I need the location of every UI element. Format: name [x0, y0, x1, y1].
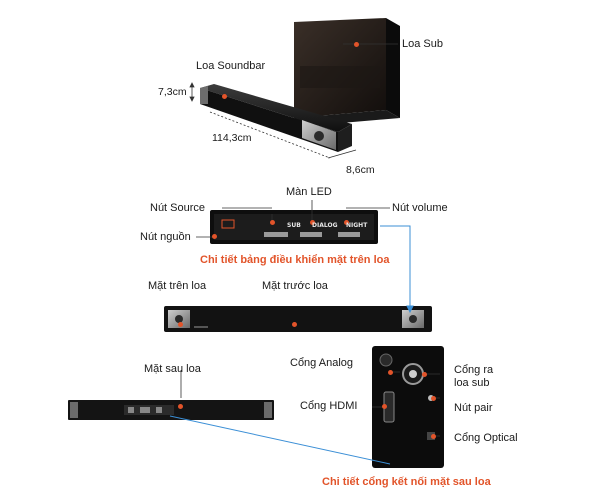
sub-out-indicator [422, 372, 427, 377]
connector-lines [169, 225, 414, 465]
front-face-label: Mặt trước loa [262, 280, 328, 292]
optical-port-label: Cổng Optical [454, 432, 518, 444]
depth-dimension: 8,6cm [346, 164, 375, 176]
front-face-indicator [292, 322, 297, 327]
pair-button-label: Nút pair [454, 402, 493, 414]
top-face-indicator [178, 322, 183, 327]
source-button-label: Nút Source [150, 202, 206, 214]
analog-indicator [388, 370, 393, 375]
panel-night-text: NIGHT [346, 222, 368, 229]
panel-sub-text: SUB [287, 222, 301, 229]
soundbar-illustration [200, 84, 352, 152]
volume-indicator [344, 220, 349, 225]
led-label: Màn LED [286, 186, 332, 198]
source-indicator [270, 220, 275, 225]
pair-indicator [431, 396, 436, 401]
hdmi-port-label: Cổng HDMI [300, 400, 358, 412]
rear-face-indicator [178, 404, 183, 409]
power-indicator [212, 234, 217, 239]
hdmi-indicator [382, 404, 387, 409]
panel-dialog-text: DIALOG [312, 222, 338, 229]
sub-label: Loa Sub [402, 38, 443, 50]
optical-indicator [431, 434, 436, 439]
power-button-label: Nút nguồn [140, 231, 191, 243]
width-dimension: 114,3cm [212, 132, 252, 144]
dimension-lines [189, 82, 357, 159]
led-indicator [310, 220, 315, 225]
height-dimension: 7,3cm [158, 86, 187, 98]
sub-out-port-label: Cổng ra loa sub [454, 364, 494, 389]
subwoofer-illustration [294, 18, 400, 126]
sub-indicator [354, 42, 359, 47]
soundbar-indicator [222, 94, 227, 99]
rear-ports-caption: Chi tiết cổng kết nối mặt sau loa [322, 476, 491, 488]
leader-lines [180, 43, 440, 437]
analog-port-label: Cổng Analog [290, 357, 353, 369]
control-panel-illustration [210, 210, 378, 244]
volume-button-label: Nút volume [392, 202, 448, 214]
front-soundbar-illustration [164, 306, 432, 332]
control-panel-caption: Chi tiết bảng điều khiển mặt trên loa [200, 254, 390, 266]
top-face-label: Mặt trên loa [148, 280, 207, 292]
soundbar-label: Loa Soundbar [196, 60, 266, 72]
rear-face-label: Mặt sau loa [144, 363, 201, 375]
rear-soundbar-illustration [68, 400, 274, 420]
